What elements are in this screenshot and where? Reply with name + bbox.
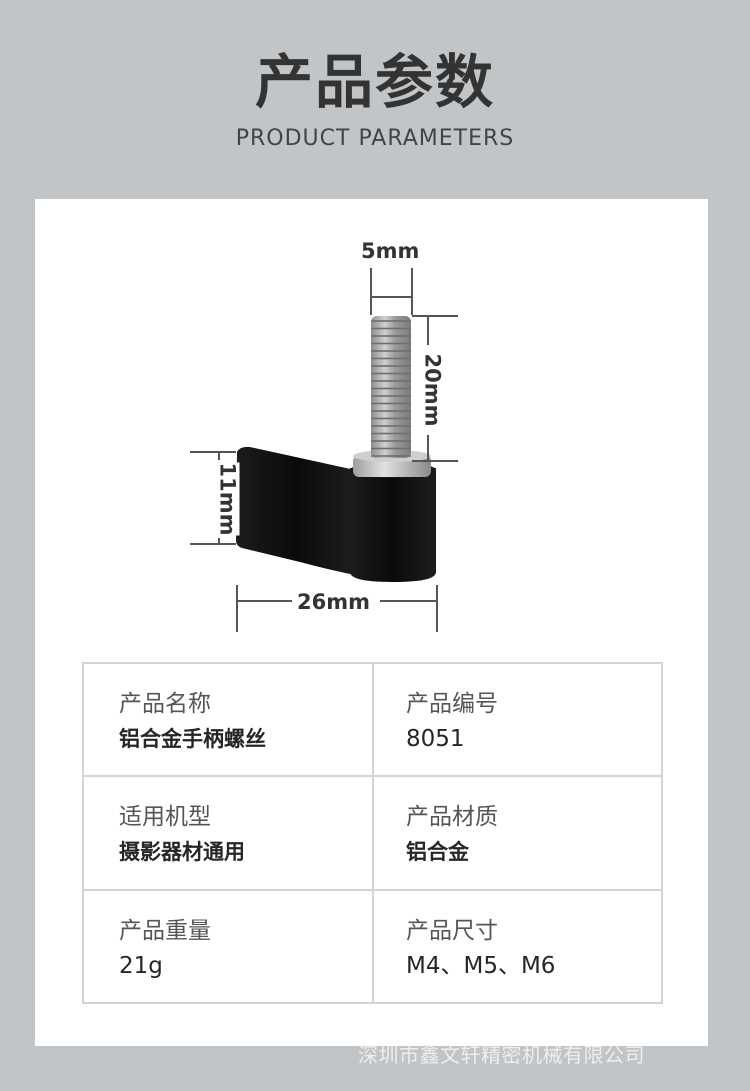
dimension-thread-length: 20mm <box>420 353 445 427</box>
spec-cell-material: 产品材质 铝合金 <box>374 777 663 891</box>
page-title-cn: 产品参数 <box>254 48 495 116</box>
spec-label: 产品重量 <box>119 918 211 944</box>
spec-label: 产品尺寸 <box>406 918 498 944</box>
spec-cell-size: 产品尺寸 M4、M5、M6 <box>374 891 663 1004</box>
spec-value: 铝合金 <box>406 840 469 864</box>
handle-barrel <box>350 468 436 582</box>
spec-cell-number: 产品编号 8051 <box>374 664 663 777</box>
spec-cell-weight: 产品重量 21g <box>84 891 374 1004</box>
page-title-en: PRODUCT PARAMETERS <box>235 126 515 151</box>
spec-table: 产品名称 铝合金手柄螺丝 产品编号 8051 适用机型 摄影器材通用 产品材质 … <box>82 662 663 1004</box>
handle-wing <box>236 446 355 575</box>
spec-label: 产品名称 <box>119 691 211 717</box>
company-watermark: 深圳市鑫文轩精密机械有限公司 <box>358 1043 645 1067</box>
spec-cell-name: 产品名称 铝合金手柄螺丝 <box>84 664 374 777</box>
dimension-total-length: 26mm <box>297 590 370 614</box>
spec-value: 21g <box>119 953 163 979</box>
spec-value: M4、M5、M6 <box>406 953 556 979</box>
spec-cell-compatibility: 适用机型 摄影器材通用 <box>84 777 374 891</box>
spec-value: 摄影器材通用 <box>119 840 245 864</box>
spec-value: 8051 <box>406 726 465 752</box>
spec-label: 适用机型 <box>119 804 211 830</box>
product-dimension-figure: 5mm 20mm 11mm 26mm <box>190 239 458 632</box>
spec-value: 铝合金手柄螺丝 <box>119 727 266 751</box>
spec-label: 产品编号 <box>406 691 498 717</box>
dimension-handle-height: 11mm <box>215 462 240 536</box>
spec-label: 产品材质 <box>406 804 498 830</box>
product-illustration <box>190 268 458 632</box>
dimension-thread-diameter: 5mm <box>361 239 420 263</box>
dimension-lines <box>190 268 458 632</box>
